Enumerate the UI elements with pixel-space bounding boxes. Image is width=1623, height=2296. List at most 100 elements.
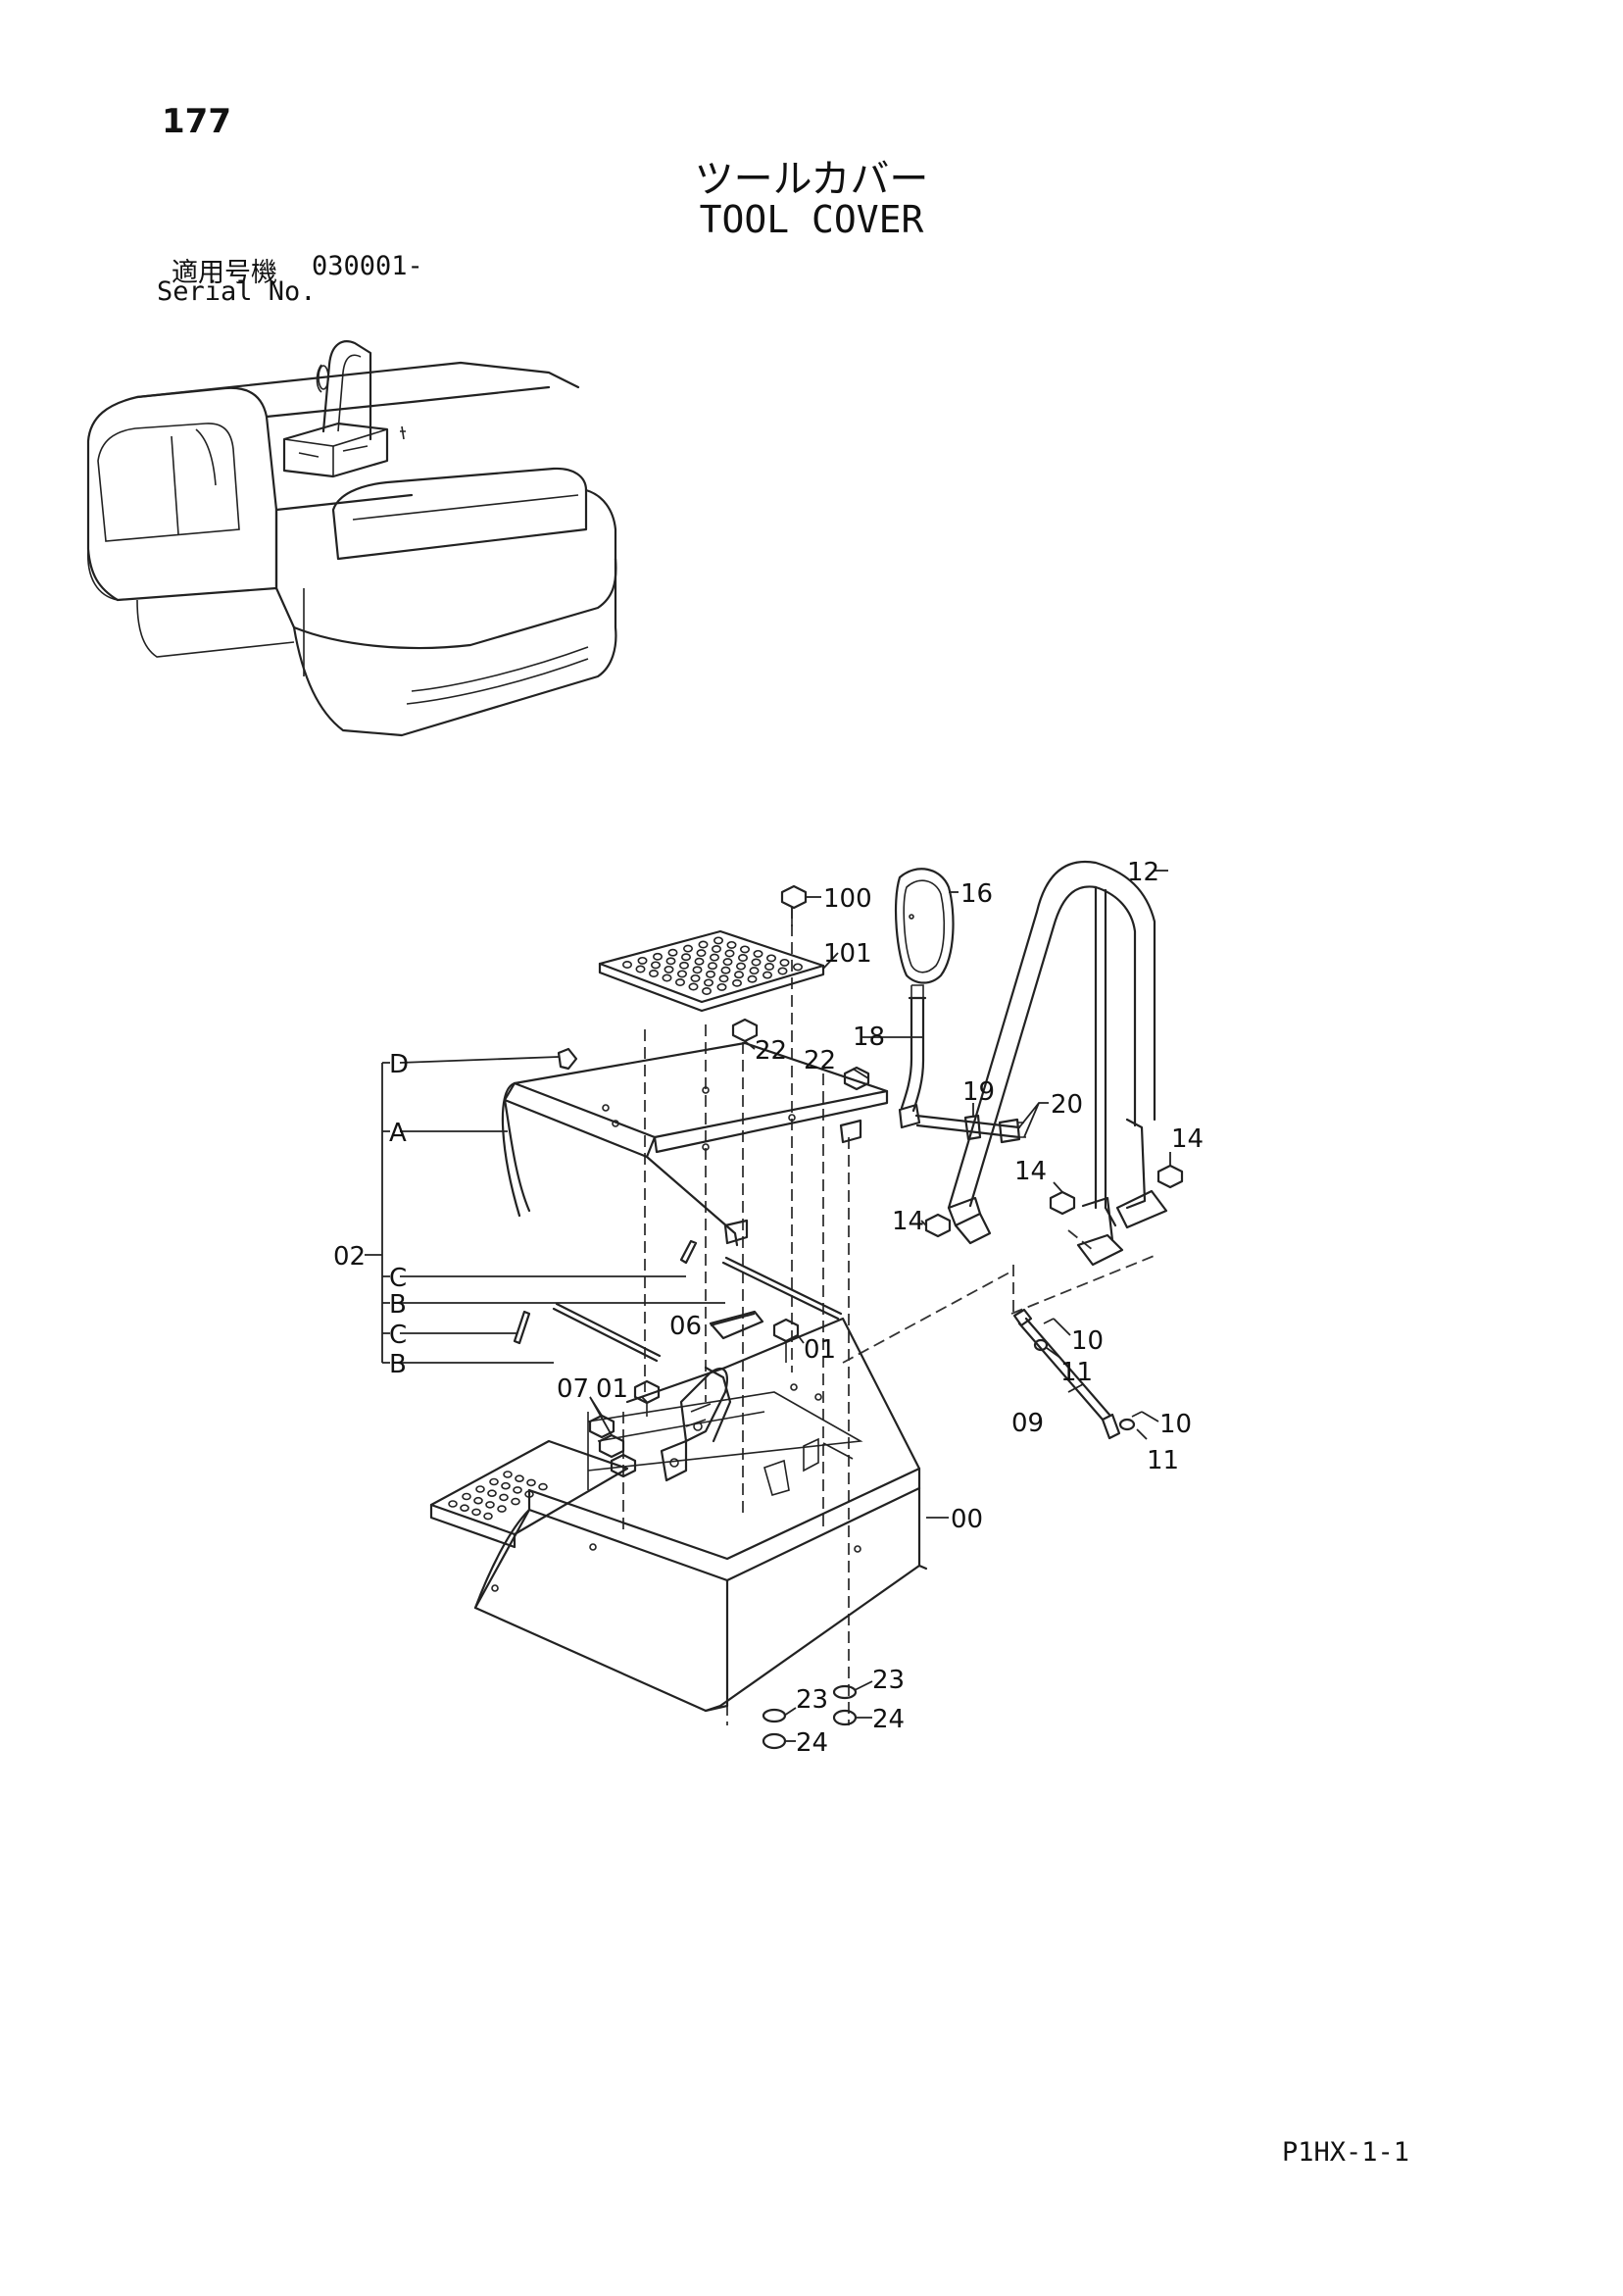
perforation-hole	[779, 958, 790, 967]
callout-18: 18	[853, 1023, 885, 1052]
perforation-hole	[485, 1501, 495, 1509]
perforation-hole	[722, 958, 733, 967]
callout-B-upper: B	[389, 1290, 407, 1320]
perforation-hole	[652, 952, 663, 961]
perforation-hole	[737, 954, 748, 962]
perforation-hole	[696, 949, 707, 958]
callout-C-upper: C	[389, 1264, 407, 1293]
bolt-100	[780, 884, 808, 926]
perforation-hole	[475, 1485, 485, 1493]
callout-100: 100	[823, 884, 872, 914]
serial-label-english: Serial No.	[157, 276, 317, 307]
perforation-hole	[648, 970, 659, 977]
callout-14-middle: 14	[1014, 1157, 1047, 1186]
perforation-hole	[707, 962, 717, 971]
perforation-hole	[751, 958, 762, 967]
footer-code: P1HX-1-1	[1282, 2137, 1410, 2168]
locator-excavator-illustration	[86, 340, 617, 737]
perforation-hole	[739, 945, 750, 954]
perforation-hole	[664, 965, 674, 973]
perforation-hole	[680, 953, 691, 962]
perforation-hole	[720, 966, 731, 974]
perforation-hole	[705, 970, 715, 978]
perforation-hole	[665, 957, 676, 966]
bolt-22-left	[731, 1018, 759, 1043]
perforation-hole	[511, 1497, 520, 1506]
bolt-22-right	[843, 1066, 870, 1091]
callout-B-lower: B	[389, 1350, 407, 1379]
step-perforations	[448, 1471, 548, 1521]
bolts-07	[588, 1414, 637, 1478]
callout-01-left: 01	[596, 1374, 628, 1404]
plate-perforations	[621, 936, 803, 995]
callout-24-right: 24	[872, 1705, 905, 1734]
callout-10-upper: 10	[1071, 1326, 1104, 1356]
perforation-hole	[497, 1505, 507, 1513]
callout-07: 07	[557, 1374, 589, 1404]
callout-20: 20	[1051, 1090, 1083, 1120]
callout-A: A	[389, 1119, 407, 1148]
callout-23-left: 23	[796, 1685, 828, 1715]
serial-label-japanese: 適用号機	[172, 258, 277, 288]
title-english: TOOL COVER	[699, 198, 924, 241]
perforation-hole	[499, 1493, 509, 1502]
callout-14-right: 14	[1171, 1124, 1204, 1154]
perforation-hole	[718, 974, 729, 983]
perforation-hole	[709, 953, 719, 962]
perforation-hole	[526, 1478, 536, 1487]
perforation-hole	[777, 967, 788, 975]
callout-101: 101	[823, 939, 872, 969]
perforation-hole	[473, 1496, 483, 1505]
perforation-hole	[489, 1477, 499, 1486]
perforation-hole	[749, 967, 760, 975]
perforation-hole	[703, 978, 713, 987]
perforation-hole	[448, 1500, 458, 1508]
perforation-hole	[513, 1486, 522, 1494]
perforation-hole	[501, 1481, 511, 1490]
callout-12: 12	[1127, 858, 1159, 887]
perforation-hole	[688, 982, 699, 991]
perforation-hole	[716, 982, 727, 991]
perforation-hole	[676, 970, 687, 978]
callout-11-lower: 11	[1147, 1446, 1179, 1475]
perforation-hole	[487, 1489, 497, 1497]
callout-01-right: 01	[804, 1335, 836, 1365]
perforation-hole	[483, 1512, 493, 1521]
title-japanese: ツールカバー	[694, 157, 929, 202]
callout-22-left: 22	[755, 1036, 787, 1066]
perforation-hole	[503, 1471, 513, 1478]
perforation-hole	[724, 949, 735, 958]
serial-value: 030001-	[312, 251, 423, 281]
perforation-hole	[662, 973, 672, 982]
perforation-hole	[701, 987, 712, 995]
perforation-hole	[460, 1504, 469, 1512]
callout-06: 06	[669, 1312, 702, 1341]
perforation-hole	[698, 940, 709, 949]
perforation-hole	[524, 1490, 534, 1498]
perforation-hole	[762, 971, 772, 979]
perforation-hole	[637, 956, 648, 965]
perforation-hole	[713, 936, 723, 945]
callout-23-right: 23	[872, 1666, 905, 1695]
perforation-hole	[735, 962, 746, 971]
perforation-hole	[726, 940, 737, 949]
callout-22-right: 22	[804, 1046, 836, 1075]
perforation-hole	[792, 963, 803, 972]
callout-00: 00	[951, 1505, 983, 1534]
perforation-hole	[733, 971, 744, 979]
callout-14-left: 14	[892, 1207, 924, 1236]
perforation-hole	[471, 1508, 481, 1517]
perforation-hole	[731, 978, 742, 987]
perforation-hole	[694, 957, 705, 966]
callout-D: D	[389, 1050, 409, 1079]
perforation-hole	[711, 945, 721, 953]
perforation-hole	[635, 965, 646, 973]
perforation-hole	[538, 1482, 548, 1491]
callout-11-upper: 11	[1060, 1358, 1093, 1387]
callout-10-lower: 10	[1159, 1410, 1192, 1439]
perforation-hole	[678, 961, 689, 970]
exploded-parts-drawing: 100 101 16 12 18 22 22 19 20 14 14 14 D …	[333, 858, 1204, 1758]
perforation-hole	[692, 966, 703, 974]
bolt-01-right	[772, 1318, 800, 1363]
